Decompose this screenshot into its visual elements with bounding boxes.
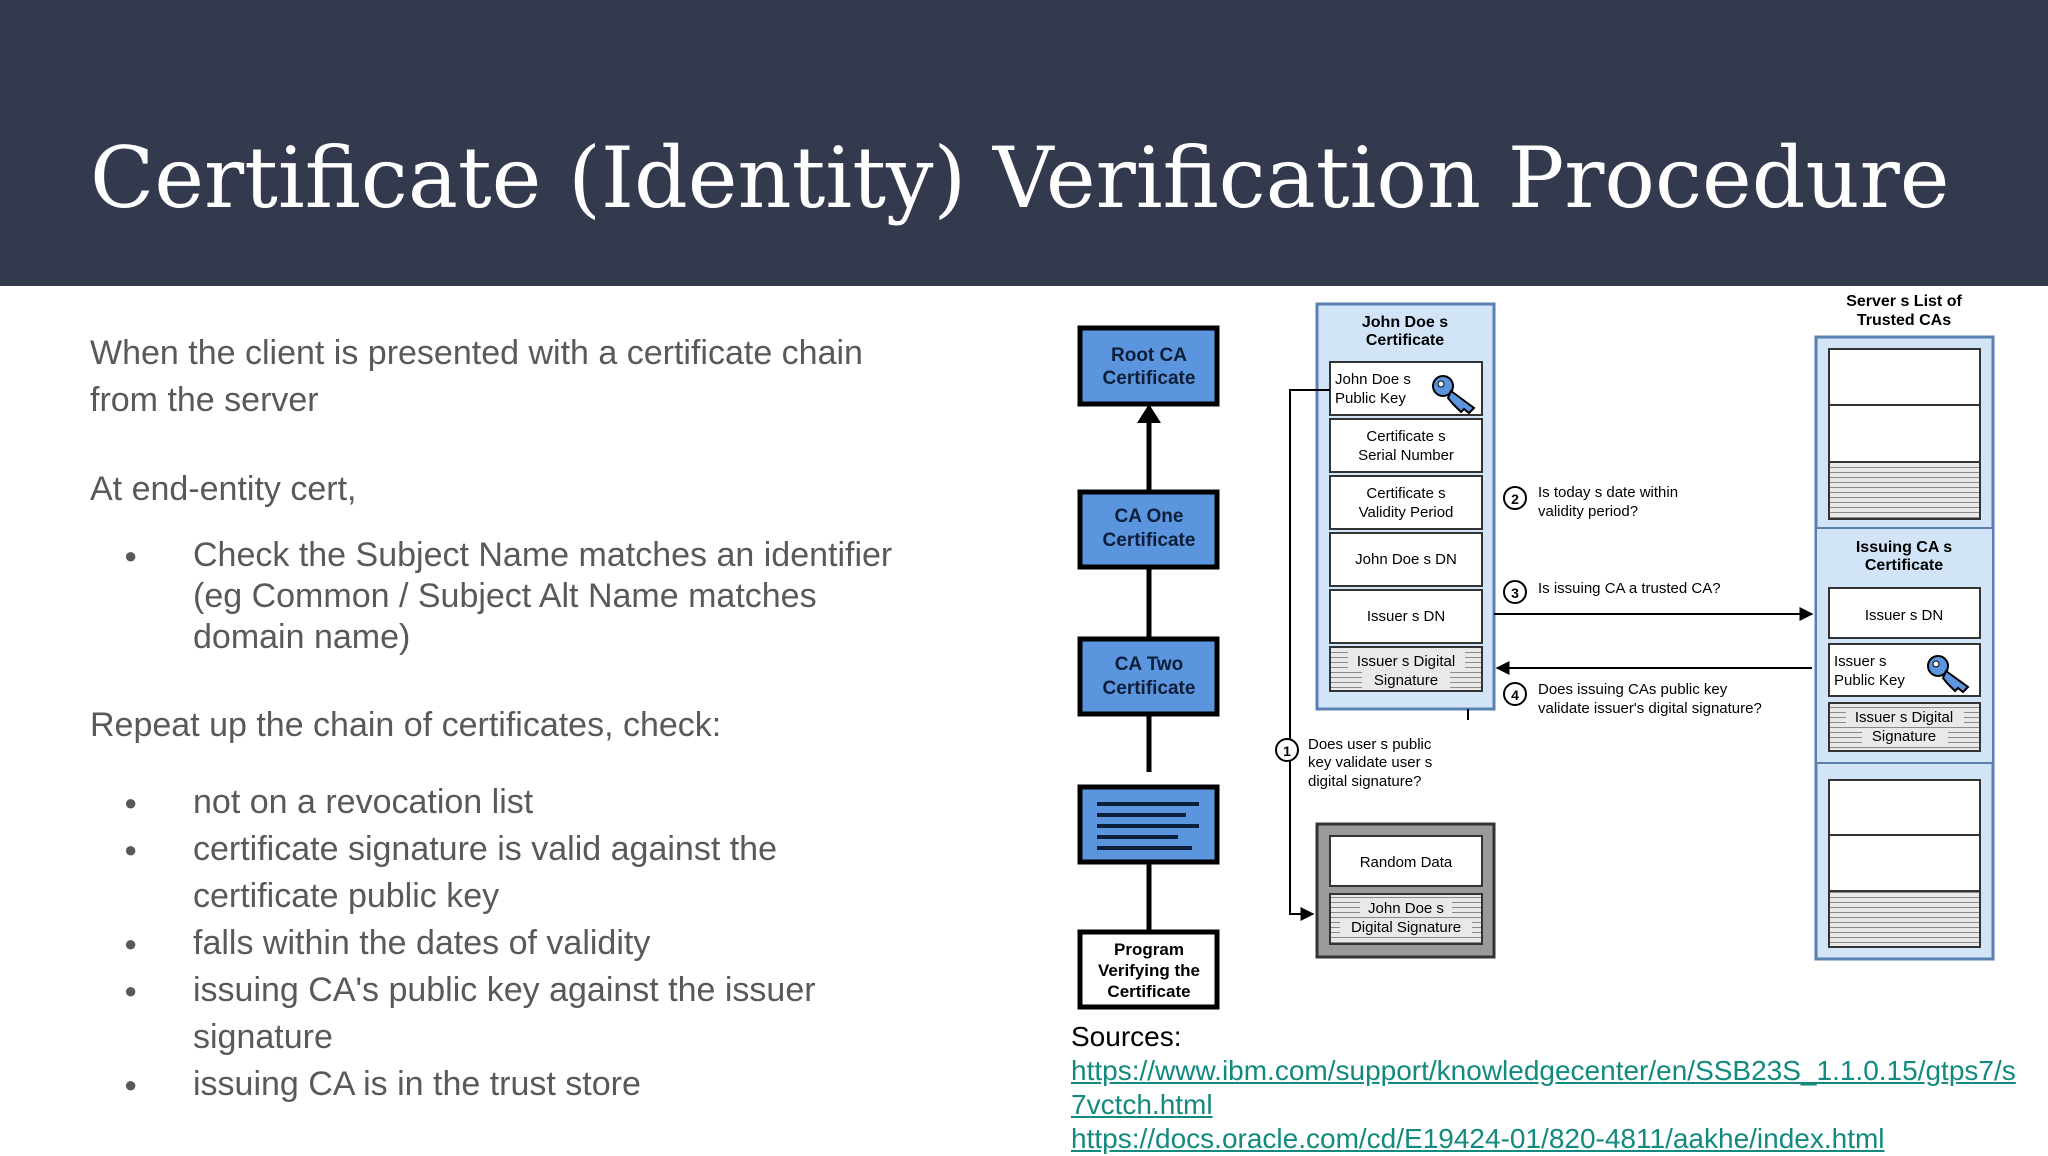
bullet-text: issuing CA is in the trust store [193,1065,641,1103]
step-4: 4 Does issuing CAs public key validate i… [1503,681,1762,717]
root-ca-certificate: Root CA Certificate [1077,325,1220,407]
label: Issuing CA s [1856,539,1952,556]
label: Does user s public [1308,736,1432,753]
intro-line: from the server [90,381,319,419]
label: Certificate [1103,678,1196,699]
list-item: falls within the dates of validity [90,920,970,967]
intro-line: When the client is presented with a cert… [90,334,863,372]
label: CA One [1115,506,1184,527]
check-list: not on a revocation list certificate sig… [90,779,970,1108]
step-number: 4 [1511,687,1519,703]
label: Certificate [1865,557,1943,574]
label: Issuer s Digital [1357,653,1455,670]
program-box: Program Verifying the Certificate [1077,929,1220,1010]
source-link-oracle[interactable]: https://docs.oracle.com/cd/E19424-01/820… [1071,1123,1885,1154]
label: Certificate s [1366,485,1445,502]
key-to-random-connector [1289,389,1330,921]
label: Certificate s [1366,428,1445,445]
label: Signature [1872,728,1936,745]
verification-diagram: Root CA Certificate CA One Certificate C… [1077,293,1995,1010]
label: Random Data [1360,854,1453,871]
label: validate issuer's digital signature? [1538,700,1762,717]
list-item: issuing CA's public key against the issu… [90,967,970,1061]
label: Issuer s [1834,653,1887,670]
step-number: 1 [1283,743,1291,759]
list-item: Check the Subject Name matches an identi… [90,535,970,658]
chain-arrow-up [1137,404,1161,423]
list-item: issuing CA is in the trust store [90,1061,970,1108]
slide-title: Certificate (Identity) Verification Proc… [90,129,1950,227]
key-icon [1432,375,1476,415]
label: digital signature? [1308,773,1421,790]
label: Public Key [1335,390,1406,407]
end-entity-list: Check the Subject Name matches an identi… [90,535,970,658]
label: Does issuing CAs public key [1538,681,1728,698]
bullet-text: issuing CA's public key against the issu… [193,971,816,1009]
label: Root CA [1111,345,1187,366]
label: Certificate [1103,530,1196,551]
label: Signature [1374,672,1438,689]
label: Issuer s DN [1367,608,1445,625]
bullet-text: domain name) [193,618,411,656]
label: Issuer s DN [1865,607,1943,624]
bullet-text: falls within the dates of validity [193,924,651,962]
ca-two-certificate: CA Two Certificate [1077,636,1220,717]
label: John Doe s [1368,900,1444,917]
label: John Doe s DN [1355,551,1457,568]
bullet-text: certificate signature is valid against t… [193,830,777,868]
step-2: 2 Is today s date within validity period… [1503,484,1678,520]
key-icon [1927,655,1970,694]
step-1: 1 Does user s public key validate user s… [1275,736,1432,790]
label: Is today s date within [1538,484,1678,501]
label: John Doe s [1362,314,1448,331]
bullet-text: certificate public key [193,877,500,915]
list-item: not on a revocation list [90,779,970,826]
label: Digital Signature [1351,919,1461,936]
john-doe-certificate: John Doe s Certificate John Doe s Public… [1315,302,1496,711]
title-bar [0,0,2048,286]
sources-label: Sources: [1071,1021,1182,1052]
ca-one-certificate: CA One Certificate [1077,489,1220,570]
sources: Sources: https://www.ibm.com/support/kno… [1071,1020,2031,1156]
repeat-heading: Repeat up the chain of certificates, che… [90,706,722,744]
label: Trusted CAs [1857,312,1951,329]
step-number: 2 [1511,491,1519,507]
label: Validity Period [1359,504,1454,521]
trusted-ca-list: Server s List of Trusted CAs Issuing CA … [1814,293,1995,961]
end-entity-heading: At end-entity cert, [90,470,357,508]
bullet-text: (eg Common / Subject Alt Name matches [193,577,817,615]
label: Certificate [1366,332,1444,349]
label: CA Two [1115,654,1184,675]
label: Certificate [1103,368,1196,389]
label: John Doe s [1335,371,1411,388]
bullet-text: signature [193,1018,333,1056]
slide-body: When the client is presented with a cert… [90,330,970,1108]
step-number: 3 [1511,585,1519,601]
label: key validate user s [1308,754,1432,771]
label: Serial Number [1358,447,1454,464]
label: Server s List of [1846,293,1962,310]
step-3: 3 Is issuing CA a trusted CA? [1503,580,1721,604]
bullet-text: not on a revocation list [193,783,534,821]
label: Verifying the [1098,961,1200,980]
random-data-box: Random Data John Doe s Digital Signature [1315,822,1496,959]
list-item: certificate signature is valid against t… [90,826,970,920]
label: Program [1114,940,1184,959]
label: Issuer s Digital [1855,709,1953,726]
document-icon [1077,784,1220,865]
label: validity period? [1538,503,1638,520]
source-link-ibm[interactable]: https://www.ibm.com/support/knowledgecen… [1071,1055,2016,1120]
label: Is issuing CA a trusted CA? [1538,580,1721,597]
label: Certificate [1107,982,1190,1001]
label: Public Key [1834,672,1905,689]
bullet-text: Check the Subject Name matches an identi… [193,536,893,574]
